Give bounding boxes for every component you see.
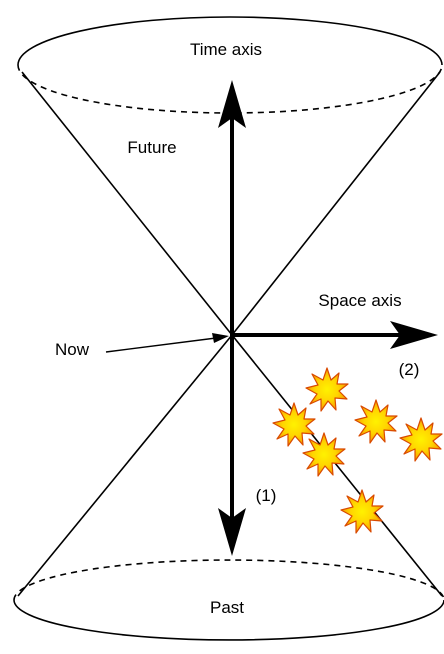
past-cone-rim-dashed bbox=[13, 559, 444, 601]
now-label: Now bbox=[55, 340, 90, 359]
time-axis-arrowhead bbox=[218, 80, 246, 128]
cone-edge-upper-right bbox=[231, 71, 441, 336]
now-pointer-arrowhead bbox=[212, 333, 229, 343]
event-burst-1 bbox=[305, 367, 349, 412]
space-axis-arrowhead bbox=[390, 321, 438, 349]
time-axis-label: Time axis bbox=[190, 40, 262, 59]
event-burst-5 bbox=[399, 417, 443, 462]
past-arrowhead bbox=[218, 508, 246, 556]
now-pointer-line bbox=[105, 337, 217, 353]
event-burst-2 bbox=[354, 399, 398, 444]
future-cone-rim-solid bbox=[17, 16, 443, 66]
space-axis-label: Space axis bbox=[318, 291, 401, 310]
event-burst-6 bbox=[340, 489, 384, 534]
past-label: Past bbox=[210, 598, 244, 617]
future-label: Future bbox=[127, 138, 176, 157]
event-burst-4 bbox=[302, 432, 346, 477]
cone-edge-lower-left bbox=[17, 334, 233, 597]
marker-1-label: (1) bbox=[256, 486, 277, 505]
cone-edge-upper-left bbox=[21, 71, 233, 336]
past-cone-rim-solid bbox=[13, 599, 444, 641]
cone-edge-lower-right bbox=[231, 334, 443, 597]
marker-2-label: (2) bbox=[399, 360, 420, 379]
